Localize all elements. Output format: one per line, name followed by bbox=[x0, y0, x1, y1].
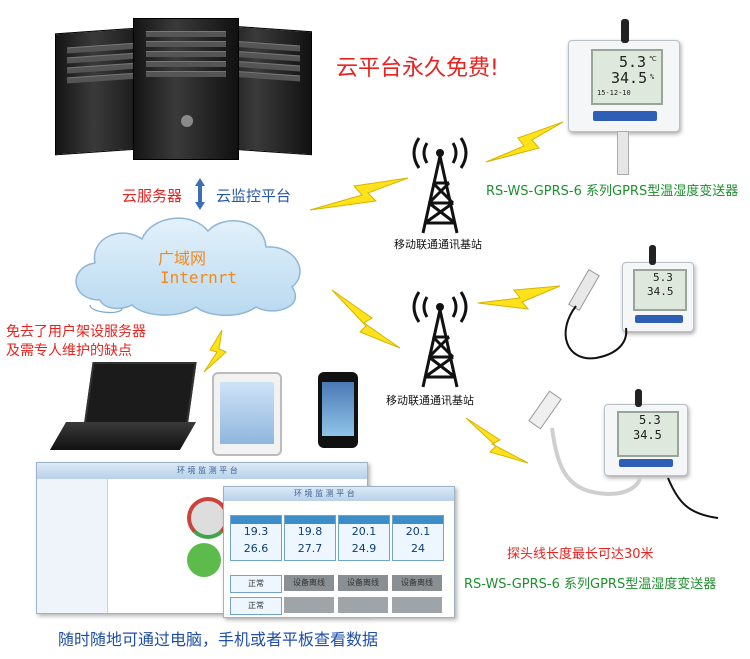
cell-tower-icon bbox=[412, 137, 468, 234]
laptop-image bbox=[49, 362, 198, 452]
lcd-display: 5.3 34.5 bbox=[617, 411, 679, 457]
lcd-display: 5.3 34.5 bbox=[633, 269, 687, 311]
cloud-server-image bbox=[55, 18, 315, 160]
phone-image bbox=[318, 372, 358, 448]
status-badge bbox=[338, 597, 388, 613]
humidity-readout: 34.5 bbox=[647, 285, 674, 298]
tablet-image bbox=[212, 372, 282, 456]
cloud-platform-label: 云监控平台 bbox=[216, 187, 292, 205]
wan-label: 广域网 bbox=[158, 249, 207, 268]
status-badge bbox=[284, 597, 334, 613]
benefit-text-line1: 免去了用户架设服务器 bbox=[6, 324, 146, 340]
transmitter-device-2: 5.3 34.5 bbox=[622, 245, 694, 332]
lightning-icon bbox=[477, 285, 561, 310]
status-badge bbox=[392, 597, 442, 613]
lightning-icon bbox=[485, 121, 564, 163]
humidity-unit: % bbox=[650, 73, 655, 81]
lightning-icon bbox=[203, 329, 227, 373]
cloud-server-label: 云服务器 bbox=[122, 187, 183, 205]
temperature-readout: 5.3 bbox=[639, 413, 661, 427]
transmitter-series-label-1: RS-WS-GPRS-6 系列GPRS型温湿度变送器 bbox=[486, 184, 739, 199]
benefit-text-line2: 及需专人维护的缺点 bbox=[6, 343, 132, 359]
cloud-icon bbox=[75, 217, 301, 316]
cell-tower-icon bbox=[412, 291, 468, 388]
status-badge: 正常 bbox=[230, 597, 282, 615]
transmitter-device-1: 5.3 ℃ 34.5 % 15-12-10 bbox=[568, 19, 680, 175]
humidity-readout: 34.5 bbox=[611, 69, 648, 87]
temperature-readout: 5.3 bbox=[619, 53, 647, 71]
temperature-unit: ℃ bbox=[649, 55, 657, 63]
lightning-icon bbox=[331, 289, 401, 349]
bidirectional-arrow-icon bbox=[195, 178, 205, 210]
humidity-readout: 34.5 bbox=[633, 428, 662, 442]
lightning-icon bbox=[309, 177, 409, 211]
status-badge: 设备离线 bbox=[392, 575, 442, 591]
base-station-label-2: 移动联通通讯基站 bbox=[386, 394, 474, 407]
probe-cable bbox=[564, 268, 628, 360]
lightning-icon bbox=[465, 417, 529, 464]
status-badge: 设备离线 bbox=[284, 575, 334, 591]
platform-title: 环 境 监 测 平 台 bbox=[294, 489, 355, 498]
transmitter-device-3: 5.3 34.5 bbox=[604, 389, 688, 476]
status-badge: 正常 bbox=[230, 575, 282, 593]
cloud-free-label: 云平台永久免费! bbox=[336, 56, 499, 81]
internet-label: Internrt bbox=[160, 268, 238, 287]
transmitter-series-label-2: RS-WS-GPRS-6 系列GPRS型温湿度变送器 bbox=[464, 577, 717, 592]
probe-cable bbox=[528, 390, 719, 519]
temperature-readout: 5.3 bbox=[653, 271, 673, 284]
probe-length-label: 探头线长度最长可达30米 bbox=[507, 547, 654, 562]
date-readout: 15-12-10 bbox=[597, 89, 631, 97]
access-caption: 随时随地可通过电脑，手机或者平板查看数据 bbox=[58, 630, 379, 649]
base-station-label-1: 移动联通通讯基站 bbox=[394, 238, 482, 251]
platform-title: 环 境 监 测 平 台 bbox=[177, 466, 238, 475]
lcd-display: 5.3 ℃ 34.5 % 15-12-10 bbox=[591, 49, 663, 105]
status-badge: 设备离线 bbox=[338, 575, 388, 591]
